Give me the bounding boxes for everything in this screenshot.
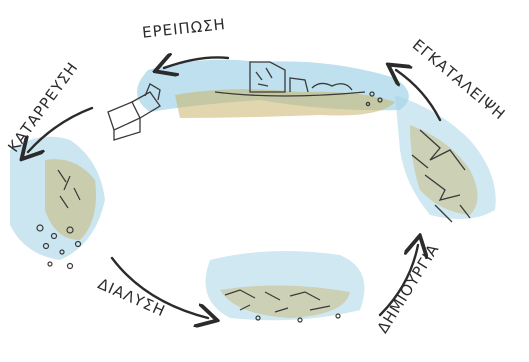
house-sketch — [107, 83, 161, 141]
cycle-arrows — [28, 57, 442, 318]
arrow-bottom-left — [110, 256, 208, 318]
ruins-sketch — [214, 61, 383, 107]
abandonment-sketch — [411, 129, 471, 223]
arrow-bottom-right — [378, 245, 418, 317]
stage-label-top: ΕΡΕΙΠΩΣΗ — [141, 15, 226, 42]
fragments-sketch — [224, 289, 341, 323]
debris-sketch — [36, 169, 82, 270]
arrow-right-top — [396, 70, 442, 122]
stage-label-bottom-right: ΔΗΜΙΟΥΡΓΙΑ — [373, 240, 442, 336]
arrow-left-top — [28, 106, 94, 152]
watercolor-background — [10, 59, 496, 321]
arrow-top — [164, 57, 230, 68]
